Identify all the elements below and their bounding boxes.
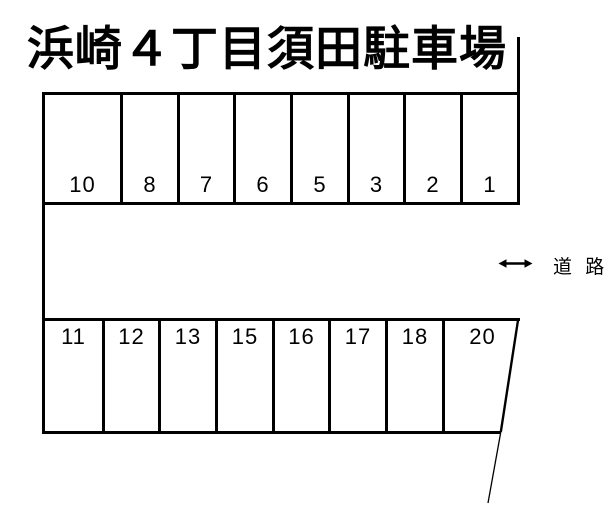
parking-space-number: 3 (369, 172, 384, 197)
boundary-line-left (42, 203, 45, 320)
parking-row-bottom: 11 12 13 15 16 17 18 20 (42, 318, 520, 434)
parking-space-18: 18 (388, 321, 445, 434)
road-label: 道 路 (553, 257, 609, 278)
page-title: 浜崎４丁目須田駐車場 (27, 22, 507, 75)
parking-space-16: 16 (275, 321, 331, 434)
road-direction-arrow-icon (498, 259, 533, 268)
parking-space-number: 12 (118, 324, 145, 349)
parking-space-6: 6 (236, 95, 293, 202)
parking-space-number: 11 (61, 324, 86, 349)
parking-space-13: 13 (161, 321, 218, 434)
parking-space-number: 8 (143, 172, 157, 197)
parking-space-number: 20 (469, 324, 496, 349)
parking-space-number: 16 (288, 324, 315, 349)
boundary-line-bottom (42, 431, 501, 434)
boundary-line-title-right (517, 37, 520, 93)
parking-row-top: 10 8 7 6 5 3 2 1 (42, 92, 520, 205)
parking-space-7: 7 (180, 95, 236, 202)
parking-space-number: 18 (401, 324, 429, 349)
parking-space-11: 11 (45, 321, 105, 434)
parking-space-number: 7 (199, 172, 214, 197)
parking-space-3: 3 (350, 95, 406, 202)
parking-space-15: 15 (218, 321, 275, 434)
parking-space-5: 5 (293, 95, 350, 202)
parking-space-number: 6 (256, 172, 270, 197)
parking-space-number: 2 (426, 172, 440, 197)
parking-space-number: 17 (344, 324, 372, 349)
parking-space-12: 12 (105, 321, 161, 434)
parking-space-10: 10 (45, 95, 123, 202)
parking-space-20: 20 (445, 321, 520, 434)
parking-space-number: 1 (483, 172, 497, 197)
parking-space-17: 17 (331, 321, 388, 434)
parking-space-number: 13 (174, 324, 202, 349)
parking-space-number: 10 (69, 172, 96, 197)
parking-space-number: 15 (231, 324, 259, 349)
parking-space-1: 1 (463, 95, 517, 202)
parking-space-8: 8 (123, 95, 180, 202)
parking-space-number: 5 (313, 172, 327, 197)
parking-space-2: 2 (406, 95, 463, 202)
